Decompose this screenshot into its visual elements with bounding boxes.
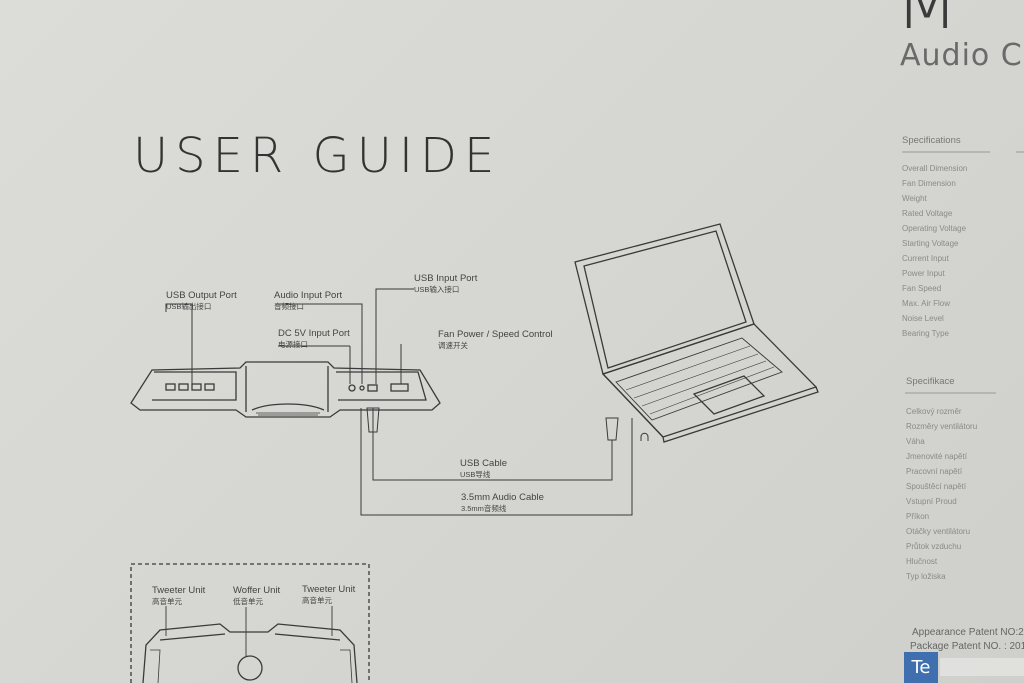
specs-list-cz: Celkový rozměr Rozměry ventilátoru Váha … — [906, 407, 1016, 587]
spec-item: Fan Speed — [902, 284, 942, 293]
spec-item: Váha — [906, 437, 925, 446]
cooling-pad-drawing — [130, 361, 441, 418]
laptop-drawing — [574, 223, 819, 443]
spec-item: Operating Voltage — [902, 224, 967, 233]
spec-item: Rozměry ventilátoru — [906, 422, 978, 431]
spec-item: Průtok vzduchu — [906, 542, 962, 551]
brand-subtitle: Audio Co — [900, 38, 1024, 73]
specs-heading: Specifications — [902, 135, 961, 146]
spec-item: Pracovní napětí — [906, 467, 963, 476]
spec-item: Fan Dimension — [902, 179, 956, 188]
spec-item: Spouštěcí napětí — [906, 482, 967, 491]
label-audio-input-port: Audio Input Port 音频接口 — [274, 290, 343, 311]
patent-package: Package Patent NO. : 201 — [910, 641, 1024, 652]
page-title: USER GUIDE — [133, 128, 502, 184]
specs-list: Overall Dimension Fan Dimension Weight R… — [902, 164, 1002, 354]
watermark-logo: Te — [904, 652, 1024, 683]
spec-item: Rated Voltage — [902, 209, 953, 218]
spec-item: Max. Air Flow — [902, 299, 951, 308]
spec-item: Power Input — [902, 269, 945, 278]
spec-item: Příkon — [906, 512, 930, 521]
spec-item: Overall Dimension — [902, 164, 968, 173]
spec-item: Otáčky ventilátoru — [906, 527, 971, 536]
label-usb-input-port: USB Input Port USB输入接口 — [414, 273, 478, 294]
spec-item: Current Input — [902, 254, 949, 263]
spec-item: Typ ložiska — [906, 572, 946, 581]
label-fan-control: Fan Power / Speed Control 调速开关 — [438, 329, 553, 350]
spec-item: Bearing Type — [902, 329, 949, 338]
spec-item: Starting Voltage — [902, 239, 959, 248]
speaker-unit-drawing — [142, 606, 358, 683]
watermark-badge: Te — [904, 652, 938, 683]
label-tweeter-right: Tweeter Unit 高音单元 — [302, 584, 356, 605]
label-usb-cable: USB Cable USB导线 — [460, 458, 507, 479]
spec-item: Jmenovité napětí — [906, 452, 967, 461]
spec-item: Hlučnost — [906, 557, 938, 566]
spec-item: Noise Level — [902, 314, 944, 323]
spec-item: Vstupní Proud — [906, 497, 957, 506]
label-audio-cable: 3.5mm Audio Cable 3.5mm音频线 — [461, 492, 544, 513]
spec-item: Weight — [902, 194, 927, 203]
brand-mark: M — [895, 0, 961, 46]
spec-item: Celkový rozměr — [906, 407, 962, 416]
label-dc-input-port: DC 5V Input Port 电源接口 — [278, 328, 350, 349]
label-usb-output-port: USB Output Port USB输出接口 — [166, 290, 237, 311]
label-woofer: Woffer Unit 低音单元 — [233, 585, 281, 606]
patent-appearance: Appearance Patent NO:2 — [912, 627, 1024, 638]
label-tweeter-left: Tweeter Unit 高音单元 — [152, 585, 206, 606]
specs-heading-cz: Specifikace — [906, 376, 955, 387]
